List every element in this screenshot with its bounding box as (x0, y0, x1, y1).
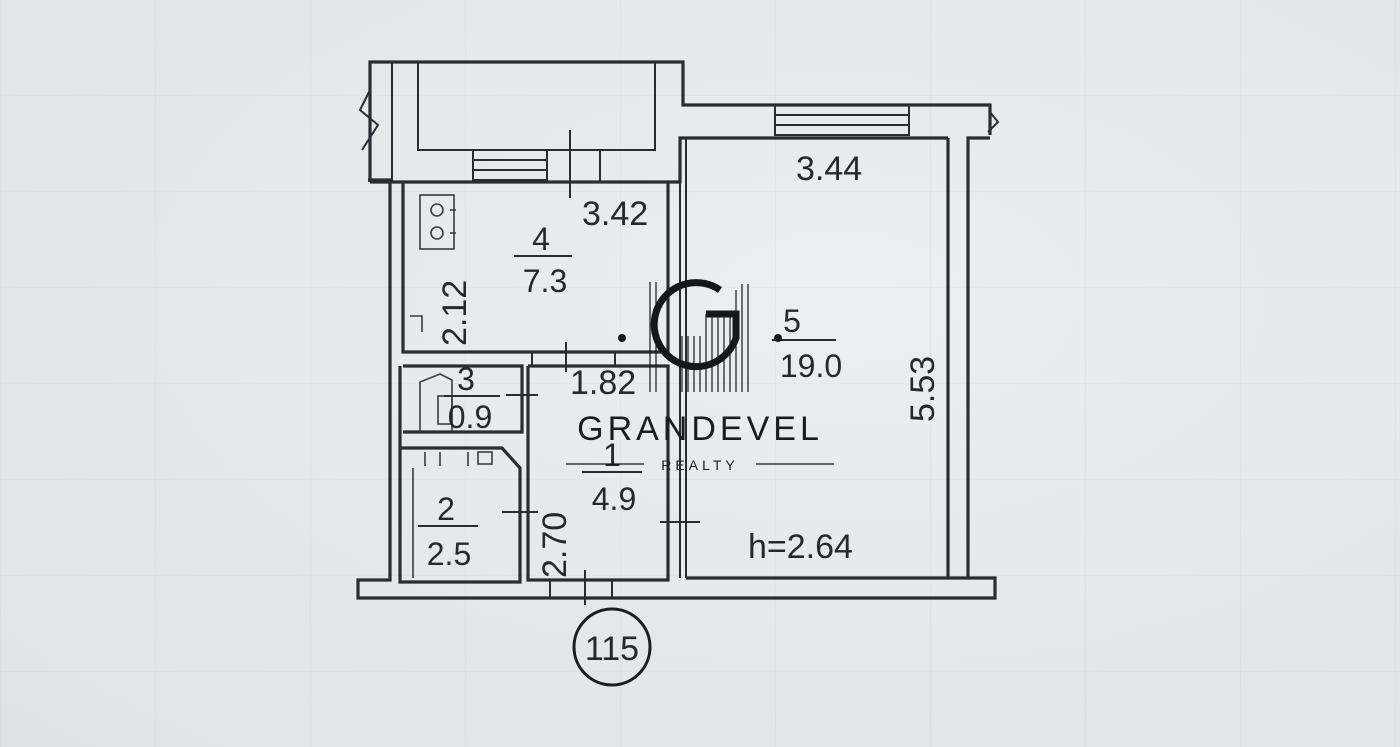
dim-room5-width: 3.44 (796, 150, 862, 188)
room-5-number: 5 (783, 303, 801, 339)
stove-fixture (419, 194, 456, 250)
room-3-label: 3 0.9 (444, 361, 500, 435)
window-living-room (774, 104, 910, 136)
room-5-area: 19.0 (780, 348, 842, 384)
brand-name: GRANDEVEL (577, 410, 823, 448)
ceiling-height: h=2.64 (748, 528, 853, 566)
room-3-number: 3 (457, 361, 475, 397)
unit-number: 115 (585, 630, 639, 668)
dim-room4-height: 2.12 (436, 280, 474, 346)
dim-room5-height: 5.53 (904, 356, 942, 422)
room-2-label: 2 2.5 (418, 491, 478, 572)
dim-hall-width: 1.82 (570, 364, 636, 402)
window-kitchen (472, 149, 548, 181)
bathtub-fixture (412, 451, 493, 578)
interior-walls (398, 138, 948, 605)
room-4-area: 7.3 (523, 263, 567, 299)
exterior-walls (356, 130, 997, 600)
unit-number-marker: 115 (572, 607, 652, 687)
dim-room4-width: 3.42 (582, 195, 648, 233)
sink-fixture (410, 315, 423, 332)
grandevel-logo: GRANDEVEL REALTY (566, 279, 834, 473)
room-1-area: 4.9 (592, 481, 636, 517)
room-1-label: 1 4.9 (582, 437, 642, 517)
room-2-number: 2 (437, 491, 455, 527)
dim-hall-height: 2.70 (536, 512, 574, 578)
room-4-label: 4 7.3 (514, 221, 572, 299)
room-3-area: 0.9 (448, 399, 492, 435)
room-2-area: 2.5 (427, 536, 471, 572)
logo-mark-icon (649, 279, 749, 392)
room-5-label: 5 19.0 (772, 303, 842, 384)
room-4-number: 4 (532, 221, 550, 257)
brand-tagline: REALTY (661, 457, 738, 473)
